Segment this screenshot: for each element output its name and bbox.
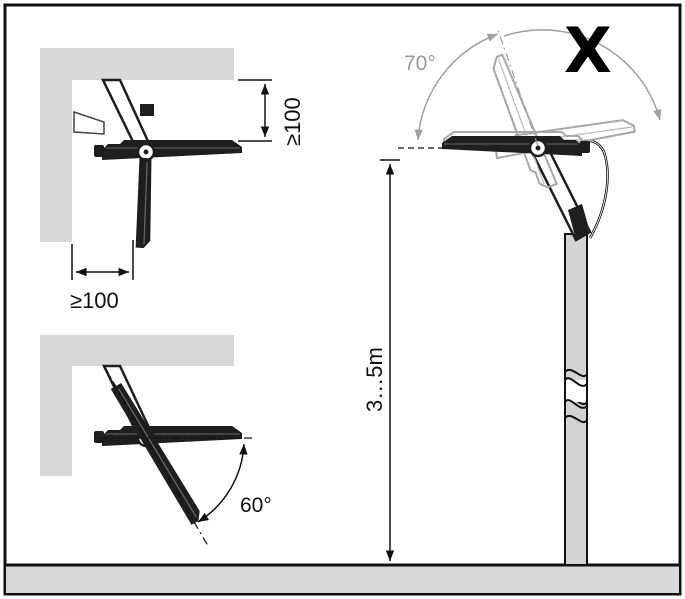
wall-mount-figure: ≥100 ≥100 — [40, 48, 305, 313]
ground — [6, 565, 679, 593]
lamp-down — [135, 157, 152, 249]
horizontal-clearance-label: ≥100 — [70, 288, 119, 313]
pole-mount-figure: 70° 3…5m X — [362, 14, 662, 566]
tilted-lamp — [110, 383, 200, 525]
angle-arc-70 — [414, 33, 499, 141]
vertical-clearance-label: ≥100 — [280, 97, 305, 146]
wall-corner-bottom — [40, 335, 234, 476]
tilt-60-label: 60° — [240, 494, 272, 517]
tilt-70-label: 70° — [404, 52, 436, 75]
wall-corner-top — [40, 48, 234, 242]
forbidden-x-icon: X — [564, 14, 612, 87]
tilted-mount-figure: 60° — [40, 335, 272, 547]
mounting-height-label: 3…5m — [362, 347, 387, 412]
